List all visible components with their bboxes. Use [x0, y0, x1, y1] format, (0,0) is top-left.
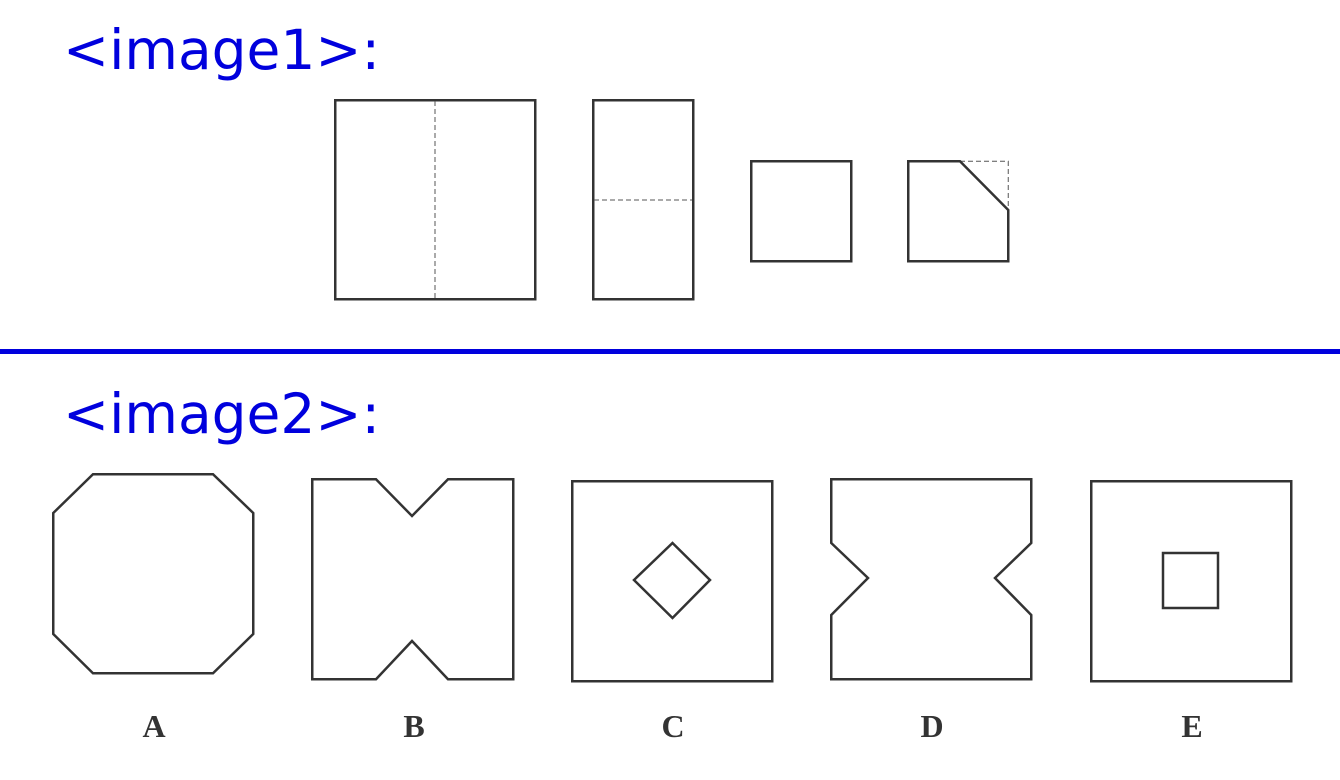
option-e-figure[interactable]: [1090, 480, 1294, 684]
fold-step-4-figure: [907, 160, 1010, 263]
option-c-figure[interactable]: [571, 480, 775, 684]
image1-label: <image1>:: [63, 18, 381, 82]
option-b-figure[interactable]: [311, 478, 516, 682]
fold-step-1-figure: [334, 99, 537, 301]
option-d-label[interactable]: D: [920, 708, 944, 744]
option-e-label[interactable]: E: [1181, 708, 1203, 744]
fold-step-3-figure: [750, 160, 853, 263]
option-a-figure[interactable]: [52, 473, 256, 676]
option-c-label[interactable]: C: [661, 708, 685, 744]
option-a-label[interactable]: A: [142, 708, 166, 744]
image2-label: <image2>:: [63, 382, 381, 446]
fold-step-2-figure: [592, 99, 695, 301]
section-divider: [0, 349, 1340, 354]
option-b-label[interactable]: B: [403, 708, 425, 744]
option-d-figure[interactable]: [830, 478, 1034, 682]
